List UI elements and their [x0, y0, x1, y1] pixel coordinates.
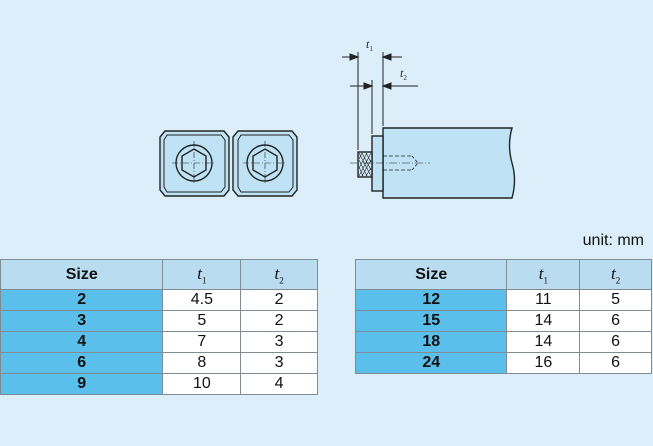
- t1-cell: 7: [162, 331, 242, 353]
- t1-cell: 5: [162, 310, 242, 332]
- size-cell: 9: [0, 373, 164, 395]
- size-header: Size: [354, 259, 508, 290]
- table-row: 15 14 6: [354, 310, 652, 332]
- t1-cell: 4.5: [162, 289, 242, 311]
- t2-header: t2: [240, 259, 318, 290]
- size-cell: 12: [354, 289, 508, 311]
- size-cell: 24: [354, 352, 508, 374]
- t2-cell: 6: [579, 331, 652, 353]
- table-header-row: Size t1 t2: [354, 259, 652, 290]
- table-row: 12 11 5: [354, 289, 652, 311]
- size-cell: 4: [0, 331, 164, 353]
- t1-cell: 8: [162, 352, 242, 374]
- size-cell: 3: [0, 310, 164, 332]
- t2-cell: 3: [240, 352, 318, 374]
- t1-dimension-label: t1: [366, 37, 373, 53]
- end-view-right: [232, 130, 298, 197]
- dimension-lines: [342, 52, 418, 150]
- drawing-svg: t1 t2: [159, 37, 516, 199]
- t1-cell: 14: [506, 331, 581, 353]
- t2-cell: 5: [579, 289, 652, 311]
- technical-drawing: t1 t2: [159, 37, 516, 199]
- t2-cell: 6: [579, 310, 652, 332]
- table-header-row: Size t1 t2: [0, 259, 318, 290]
- size-table-right: Size t1 t2 12 11 5 15 14 6 18 14 6 24 16…: [354, 259, 652, 374]
- t2-cell: 3: [240, 331, 318, 353]
- table-row: 3 5 2: [0, 310, 318, 332]
- t1-cell: 11: [506, 289, 581, 311]
- end-view-left: [159, 130, 230, 197]
- t2-cell: 2: [240, 289, 318, 311]
- t1-cell: 16: [506, 352, 581, 374]
- size-cell: 2: [0, 289, 164, 311]
- t2-dimension-label: t2: [400, 66, 407, 82]
- size-cell: 6: [0, 352, 164, 374]
- size-cell: 15: [354, 310, 508, 332]
- table-row: 6 8 3: [0, 352, 318, 374]
- size-table-left: Size t1 t2 2 4.5 2 3 5 2 4 7 3 6 8 3 9 1…: [0, 259, 318, 395]
- t1-cell: 10: [162, 373, 242, 395]
- unit-label: unit: mm: [582, 232, 644, 249]
- t2-header: t2: [579, 259, 652, 290]
- table-row: 4 7 3: [0, 331, 318, 353]
- table-row: 18 14 6: [354, 331, 652, 353]
- t1-header: t1: [162, 259, 242, 290]
- size-cell: 18: [354, 331, 508, 353]
- t2-cell: 4: [240, 373, 318, 395]
- table-row: 24 16 6: [354, 352, 652, 374]
- t2-cell: 2: [240, 310, 318, 332]
- t1-cell: 14: [506, 310, 581, 332]
- t2-cell: 6: [579, 352, 652, 374]
- side-view: [350, 127, 516, 199]
- table-row: 9 10 4: [0, 373, 318, 395]
- t1-header: t1: [506, 259, 581, 290]
- size-header: Size: [0, 259, 164, 290]
- table-row: 2 4.5 2: [0, 289, 318, 311]
